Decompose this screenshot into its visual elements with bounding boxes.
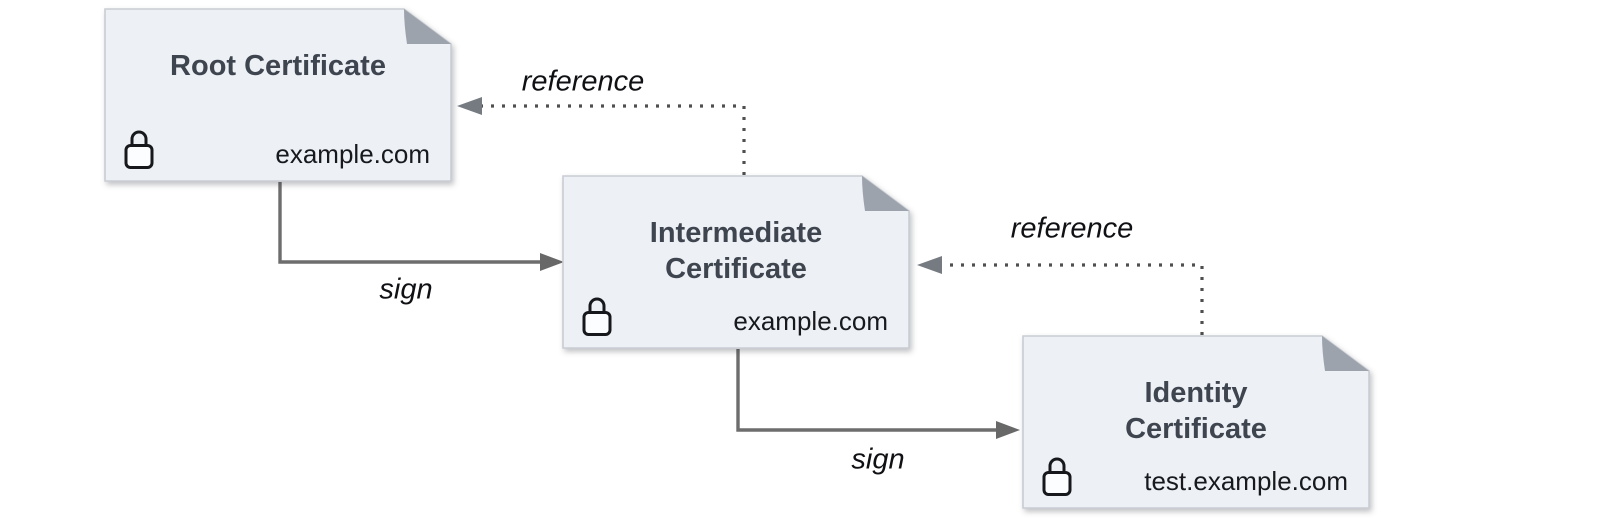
note-shape (104, 8, 452, 182)
node-title: Intermediate Certificate (568, 215, 904, 287)
reference-arrow-intermediate-to-root (457, 97, 746, 175)
node-title: Root Certificate (110, 48, 446, 84)
node-footer: example.com (582, 293, 888, 337)
node-title-line: Intermediate (649, 217, 823, 249)
root-certificate-node: Root Certificate example.com (104, 8, 452, 182)
node-footer: test.example.com (1042, 453, 1348, 497)
node-domain: test.example.com (1144, 466, 1348, 496)
note-shape (562, 175, 910, 349)
node-footer: example.com (124, 126, 430, 170)
edge-label-sign: sign (379, 273, 433, 306)
node-domain: example.com (275, 139, 430, 169)
lock-icon (1042, 457, 1072, 496)
node-title-line: Certificate (1125, 413, 1267, 445)
note-shape (1022, 335, 1370, 509)
edge-label-reference: reference (521, 65, 645, 98)
lock-icon (124, 130, 154, 169)
identity-certificate-node: Identity Certificate test.example.com (1022, 335, 1370, 509)
node-title-line: Certificate (665, 253, 807, 285)
edge-label-sign: sign (851, 443, 905, 476)
lock-icon (582, 297, 612, 336)
node-title: Identity Certificate (1028, 375, 1364, 447)
node-title-line: Root Certificate (170, 50, 386, 82)
sign-arrow-intermediate-to-identity (736, 349, 1020, 439)
node-title-line: Identity (1144, 377, 1248, 409)
edge-label-reference: reference (1010, 212, 1134, 245)
reference-arrow-identity-to-intermediate (917, 256, 1204, 335)
sign-arrow-root-to-intermediate (278, 182, 564, 271)
node-domain: example.com (733, 306, 888, 336)
intermediate-certificate-node: Intermediate Certificate example.com (562, 175, 910, 349)
